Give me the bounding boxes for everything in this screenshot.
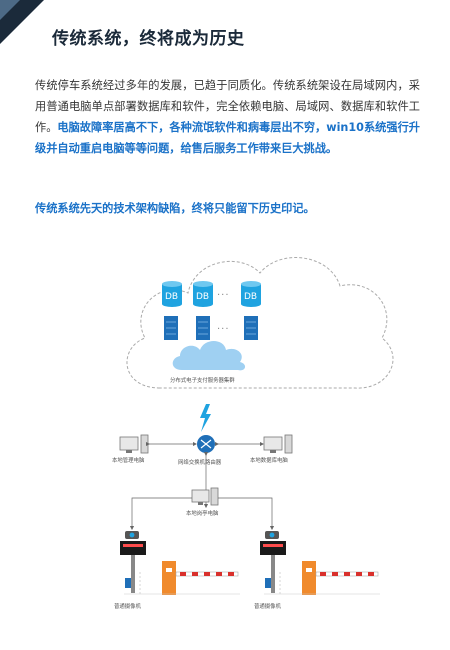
db-cylinder: DB bbox=[162, 281, 182, 307]
management-pc-icon bbox=[119, 434, 149, 454]
server-rack bbox=[244, 316, 258, 340]
server-rack bbox=[164, 316, 178, 340]
router-icon bbox=[197, 435, 215, 453]
barrier-arm-left bbox=[175, 571, 239, 577]
intro-text: 传统停车系统经过多年的发展，已趋于同质化。传统系统架设在局域网内，采用普通电脑单… bbox=[35, 79, 420, 134]
led-display-left bbox=[120, 541, 146, 555]
lightning-icon bbox=[200, 404, 211, 432]
booth-pc-icon bbox=[191, 487, 219, 506]
camera-pole-left bbox=[131, 555, 135, 593]
barrier-gate-right bbox=[302, 561, 316, 595]
database-pc-label: 本地数据库电脑 bbox=[250, 456, 288, 464]
db-label: DB bbox=[165, 292, 178, 302]
led-display-right bbox=[260, 541, 286, 555]
architecture-diagram: DB DB ··· DB ··· 分布式电子支付服务器集群 bbox=[112, 257, 394, 610]
db-ellipsis: ··· bbox=[217, 290, 230, 301]
intro-paragraph: 传统停车系统经过多年的发展，已趋于同质化。传统系统架设在局域网内，采用普通电脑单… bbox=[35, 75, 420, 159]
barrier-arm-right bbox=[315, 571, 379, 577]
corner-decoration bbox=[0, 0, 44, 44]
cloud-cluster-label: 分布式电子支付服务器集群 bbox=[170, 376, 235, 384]
intro-highlight: 电脑故障率居高不下，各种流氓软件和病毒层出不穷，win10系统强行升级并自动重启… bbox=[35, 121, 420, 155]
barrier-gate-left bbox=[162, 561, 176, 595]
booth-pc-label: 本地岗亭电脑 bbox=[186, 509, 219, 517]
db-cylinder: DB bbox=[193, 281, 213, 307]
db-label: DB bbox=[244, 292, 257, 302]
camera-right-label: 普通摄像机 bbox=[254, 602, 282, 610]
db-cylinder: DB bbox=[241, 281, 261, 307]
camera-left-icon bbox=[125, 531, 139, 539]
server-rack bbox=[196, 316, 210, 340]
blue-cloud-icon bbox=[172, 341, 246, 371]
pole-box-left bbox=[125, 578, 131, 588]
db-label: DB bbox=[196, 292, 209, 302]
conclusion-paragraph: 传统系统先天的技术架构缺陷，终将只能留下历史印记。 bbox=[35, 202, 315, 215]
barrier-gate-window-right bbox=[306, 568, 312, 572]
camera-left-label: 普通摄像机 bbox=[114, 602, 142, 610]
server-ellipsis: ··· bbox=[217, 324, 230, 335]
camera-right-icon bbox=[265, 531, 279, 539]
database-pc-icon bbox=[263, 434, 293, 454]
camera-pole-right bbox=[271, 555, 275, 593]
router-label: 网络交换机路由器 bbox=[178, 458, 222, 466]
page-title: 传统系统，终将成为历史 bbox=[52, 29, 245, 49]
management-pc-label: 本地管理电脑 bbox=[112, 456, 145, 464]
pole-box-right bbox=[265, 578, 271, 588]
led-text-right bbox=[263, 544, 283, 547]
led-text-left bbox=[123, 544, 143, 547]
barrier-gate-window-left bbox=[166, 568, 172, 572]
